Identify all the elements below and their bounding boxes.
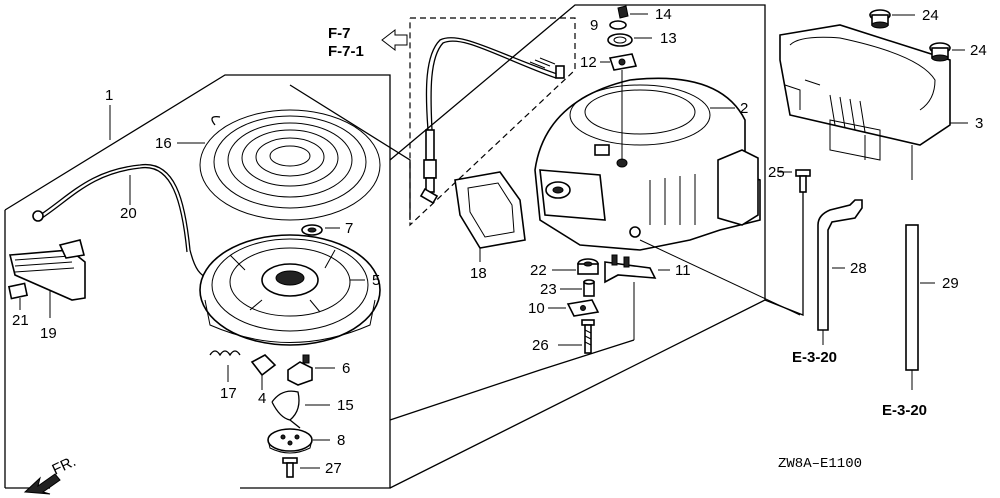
callout-12: 12 (580, 54, 597, 71)
reel-cap (267, 428, 313, 454)
starter-grip (8, 239, 86, 301)
air-seal (454, 171, 526, 249)
callout-13: 13 (660, 30, 677, 47)
starter-rope (32, 164, 211, 281)
ref-f7-1: F-7-1 (328, 43, 364, 60)
nut-22 (577, 258, 599, 275)
front-arrow-icon (23, 473, 61, 495)
callout-11: 11 (675, 262, 691, 279)
friction-spring (271, 390, 301, 429)
cable-dashed-box (409, 17, 576, 227)
callout-22: 22 (530, 262, 547, 279)
callout-28: 28 (850, 260, 867, 277)
washer-7 (301, 224, 323, 236)
callout-3: 3 (975, 115, 983, 132)
tube-28 (817, 199, 863, 331)
callout-17: 17 (220, 385, 237, 402)
callout-4: 4 (258, 390, 266, 407)
callout-9: 9 (590, 17, 598, 34)
recoil-spring (199, 109, 381, 221)
callout-25: 25 (768, 164, 785, 181)
clamp-11 (604, 254, 657, 284)
callout-21: 21 (12, 312, 29, 329)
assembly-outline-right (389, 4, 766, 489)
callout-18: 18 (470, 265, 487, 282)
starter-reel (199, 234, 381, 346)
control-cable (419, 37, 565, 205)
grommet-24b (929, 42, 951, 62)
callout-23: 23 (540, 281, 557, 298)
holder-12 (608, 53, 638, 71)
callout-8: 8 (337, 432, 345, 449)
ratchet-spring (209, 350, 241, 357)
callout-5: 5 (372, 272, 380, 289)
bolt-26 (581, 319, 595, 354)
callout-16: 16 (155, 135, 172, 152)
tube-29 (905, 224, 919, 371)
grip-insert (7, 282, 29, 300)
bolt-25 (795, 169, 811, 193)
starter-cover (779, 24, 951, 180)
plate-10 (566, 299, 600, 317)
callout-24-top: 24 (922, 7, 939, 24)
washer-9 (609, 20, 627, 30)
collar-13 (607, 33, 633, 47)
callout-15: 15 (337, 397, 354, 414)
callout-24-bottom: 24 (970, 42, 987, 59)
reference-arrow (381, 28, 408, 52)
callout-29: 29 (942, 275, 959, 292)
front-marker-label: FR. (50, 453, 79, 479)
collar-23 (583, 279, 595, 297)
grommet-24a (869, 9, 891, 29)
ratchet (250, 354, 277, 377)
callout-27: 27 (325, 460, 342, 477)
callout-6: 6 (342, 360, 350, 377)
callout-20: 20 (120, 205, 137, 222)
diagram-code: ZW8A–E1100 (778, 456, 862, 472)
callout-2: 2 (740, 100, 748, 117)
callout-19: 19 (40, 325, 57, 342)
callout-1: 1 (105, 87, 113, 104)
callout-26: 26 (532, 337, 549, 354)
ratchet-guide (287, 354, 313, 386)
screw-14 (617, 5, 629, 19)
callout-7: 7 (345, 220, 353, 237)
ref-f7: F-7 (328, 25, 351, 42)
callout-14: 14 (655, 6, 672, 23)
ref-e-3-20-left: E-3-20 (792, 349, 837, 366)
ref-e-3-20-right: E-3-20 (882, 402, 927, 419)
callout-10: 10 (528, 300, 545, 317)
bolt-27 (282, 457, 298, 478)
starter-housing (534, 77, 761, 251)
